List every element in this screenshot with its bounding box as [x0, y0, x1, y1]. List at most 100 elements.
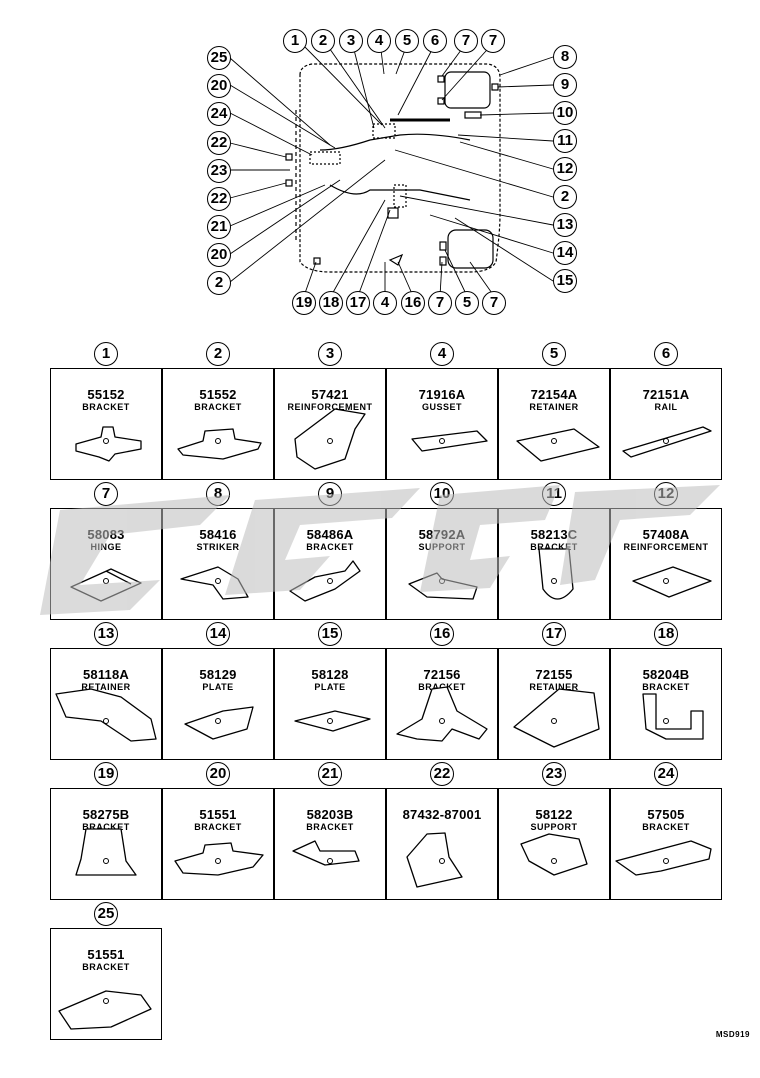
part-name: BRACKET: [306, 822, 354, 832]
callout-circle: 2: [311, 29, 335, 53]
callout-circle: 1: [283, 29, 307, 53]
callout-circle: 7: [482, 291, 506, 315]
part-index-circle: 3: [318, 342, 342, 366]
callout-circle: 2: [207, 271, 231, 295]
callout-circle: 20: [207, 243, 231, 267]
part-number: 71916A: [418, 387, 466, 402]
part-sketch: [513, 688, 600, 748]
part-sketch: [615, 840, 712, 876]
part-name: BRACKET: [82, 962, 130, 972]
part-name: GUSSET: [421, 402, 462, 412]
part-sketch: [294, 710, 371, 732]
callout-circle: 25: [207, 46, 231, 70]
callout-circle: 22: [207, 131, 231, 155]
callout-circle: 19: [292, 291, 316, 315]
part-index-circle: 21: [318, 762, 342, 786]
part-index-circle: 9: [318, 482, 342, 506]
callout-circle: 3: [339, 29, 363, 53]
part-index-circle: 4: [430, 342, 454, 366]
part-name: PLATE: [202, 682, 234, 692]
part-index-circle: 12: [654, 482, 678, 506]
part-sketch: [292, 840, 360, 866]
part-number: 58122: [535, 807, 573, 822]
part-index-circle: 6: [654, 342, 678, 366]
part-sketch: [174, 842, 264, 876]
part-name: BRACKET: [642, 822, 690, 832]
part-number: 72151A: [642, 387, 690, 402]
part-index-circle: 8: [206, 482, 230, 506]
part-sketch: [520, 833, 588, 876]
part-name: BRACKET: [82, 402, 130, 412]
part-name: SUPPORT: [530, 822, 578, 832]
part-index-circle: 2: [206, 342, 230, 366]
part-index-circle: 15: [318, 622, 342, 646]
part-sketch: [180, 566, 249, 600]
callout-circle: 20: [207, 74, 231, 98]
part-name: RETAINER: [529, 682, 579, 692]
part-sketch: [294, 408, 366, 470]
part-number: 58129: [199, 667, 237, 682]
part-index-circle: 16: [430, 622, 454, 646]
callout-circle: 9: [553, 73, 577, 97]
callout-circle: 8: [553, 45, 577, 69]
part-sketch: [642, 693, 704, 740]
part-index-circle: 11: [542, 482, 566, 506]
part-index-circle: 19: [94, 762, 118, 786]
part-index-circle: 17: [542, 622, 566, 646]
callout-circle: 24: [207, 102, 231, 126]
callout-circle: 4: [367, 29, 391, 53]
part-number: 58118A: [82, 667, 130, 682]
callout-circle: 10: [553, 101, 577, 125]
callout-circle: 18: [319, 291, 343, 315]
part-index-circle: 1: [94, 342, 118, 366]
part-index-circle: 14: [206, 622, 230, 646]
part-name: PLATE: [314, 682, 346, 692]
part-number: 58203B: [306, 807, 354, 822]
part-index-circle: 7: [94, 482, 118, 506]
part-sketch: [177, 428, 262, 460]
part-index-circle: 23: [542, 762, 566, 786]
part-number: 51551: [87, 947, 125, 962]
part-name: RETAINER: [529, 402, 579, 412]
part-number: 57505: [647, 807, 685, 822]
callout-circle: 17: [346, 291, 370, 315]
part-sketch: [406, 832, 463, 888]
callout-circle: 4: [373, 291, 397, 315]
part-sketch: [55, 688, 157, 742]
part-index-circle: 10: [430, 482, 454, 506]
part-index-circle: 25: [94, 902, 118, 926]
callout-circle: 7: [454, 29, 478, 53]
callout-circle: 23: [207, 159, 231, 183]
part-sketch: [396, 686, 488, 742]
callout-circle: 13: [553, 213, 577, 237]
part-sketch: [75, 426, 142, 462]
part-name: BRACKET: [82, 822, 130, 832]
part-number: 57421: [311, 387, 349, 402]
part-name: REINFORCEMENT: [287, 402, 373, 412]
part-sketch: [516, 428, 600, 462]
callout-circle: 22: [207, 187, 231, 211]
part-number: 58275B: [82, 807, 130, 822]
part-sketch: [289, 560, 361, 602]
part-sketch: [184, 706, 254, 740]
part-number: 72155: [535, 667, 573, 682]
part-name: BRACKET: [642, 682, 690, 692]
